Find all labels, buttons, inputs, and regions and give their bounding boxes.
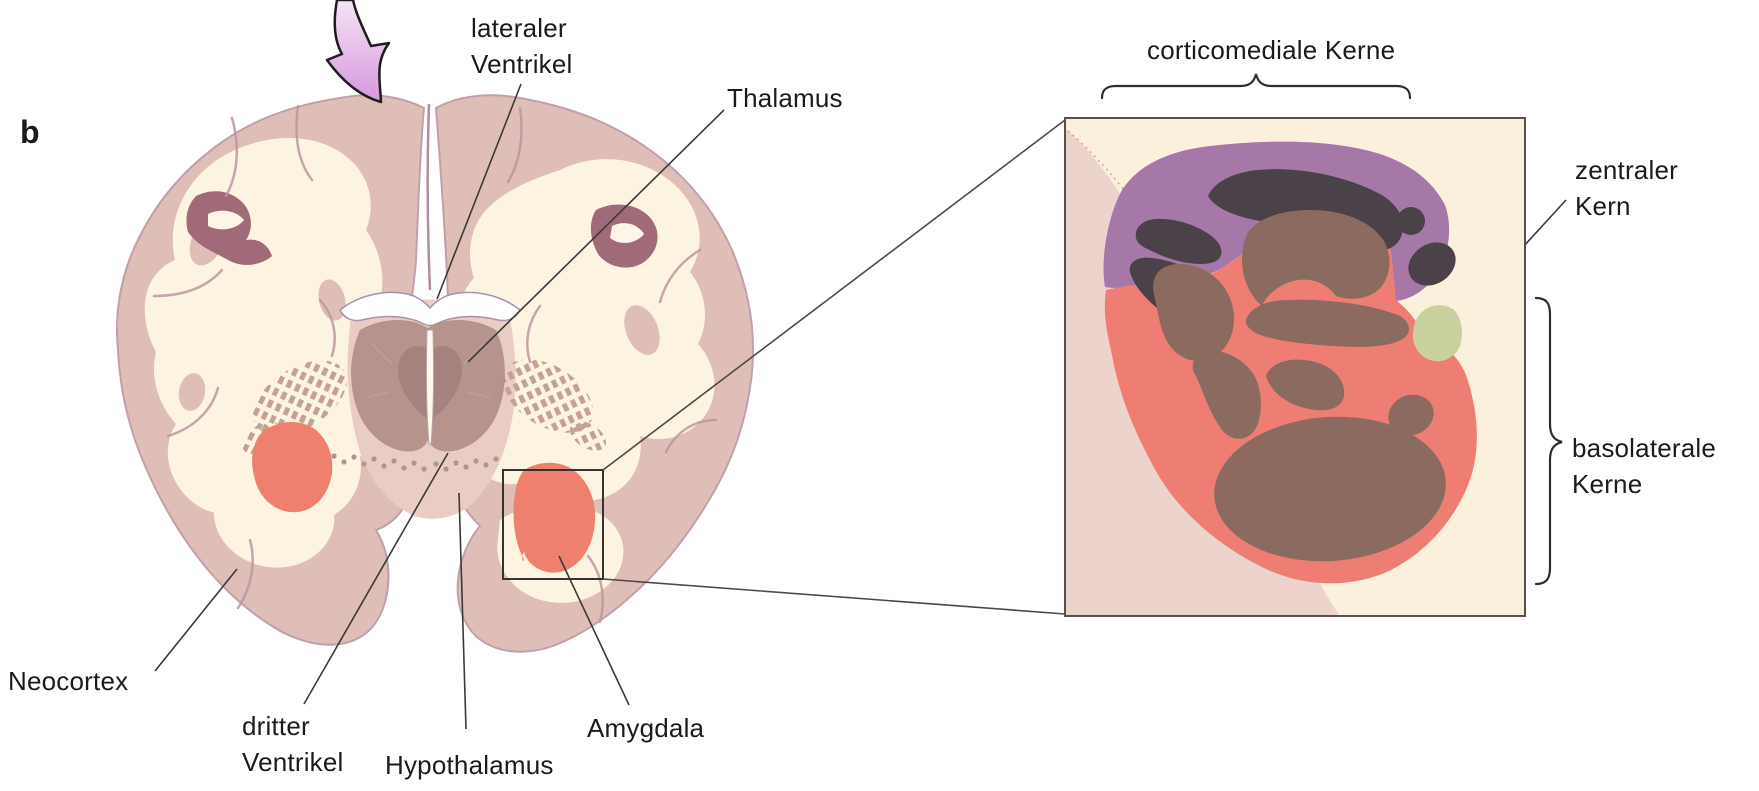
panel-label: b [20,114,40,150]
label-thalamus: Thalamus [727,83,843,113]
down-arrow [325,0,391,104]
label-line: Kerne [1572,469,1643,499]
zentraler-kern-green [1412,305,1462,362]
amygdala-right [513,462,596,573]
label-line: Kern [1575,191,1631,221]
amygdala-inset [1064,117,1526,617]
label-basolaterale-kerne: basolaterale Kerne [1572,430,1716,502]
label-line: Ventrikel [471,49,573,79]
label-hypothalamus: Hypothalamus [385,750,554,780]
label-amygdala: Amygdala [587,713,705,743]
leader-hypothalamus [458,492,467,730]
sulci-lines [152,104,718,624]
leader-dritter-ventrikel [303,452,449,705]
label-line: basolaterale [1572,433,1717,463]
leader-amygdala [558,555,630,706]
inset-border [1064,117,1526,617]
label-line: lateraler [471,13,567,43]
hypothalamus-region [331,453,499,472]
amygdala-left [252,421,333,513]
label-dritter-ventrikel: dritter Ventrikel [242,708,344,780]
leader-thalamus [467,109,725,363]
interhemispheric-fissure [426,103,432,291]
label-lateraler-ventrikel: lateraler Ventrikel [471,10,573,82]
third-ventricle [425,329,435,445]
braces [1100,73,1563,586]
label-neocortex: Neocortex [8,666,129,696]
brain-illustration [115,94,755,653]
thalamus-striations [365,343,491,399]
deep-sulcus-folds [186,191,658,268]
brace-corticomediale [1100,73,1412,100]
label-line: dritter [242,711,310,741]
label-line: Ventrikel [242,747,344,777]
label-zentraler-kern: zentraler Kern [1575,152,1678,224]
leader-neocortex [154,568,238,672]
inset-connector-lines [602,119,1066,615]
zoom-box [502,469,604,580]
brace-basolaterale [1534,296,1563,586]
brown-nuclei [1153,210,1446,562]
label-corticomediale-kerne: corticomediale Kerne [1147,35,1396,65]
leader-lateraler-ventrikel [436,83,522,300]
label-line: zentraler [1575,155,1678,185]
